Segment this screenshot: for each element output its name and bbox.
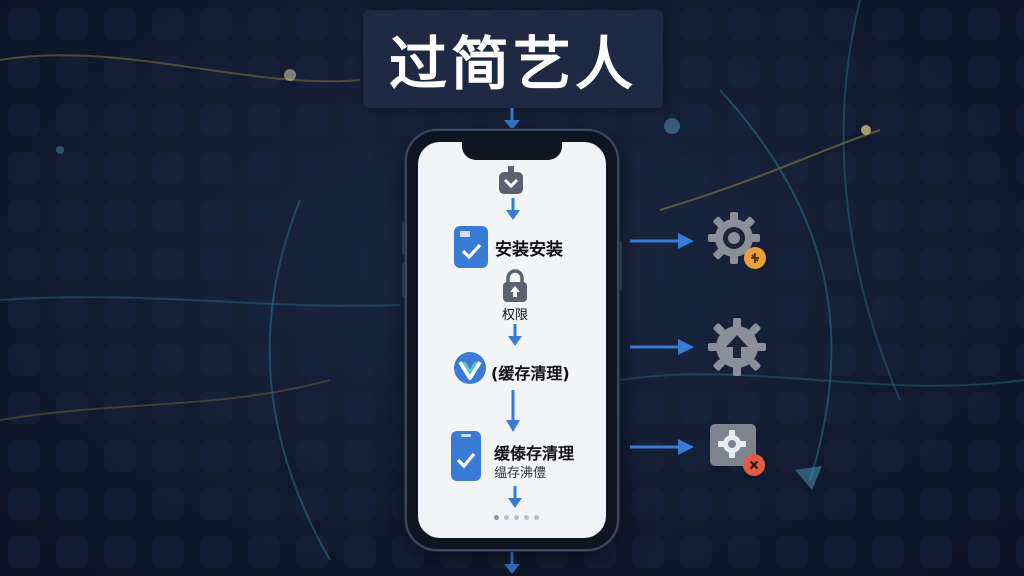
page-dot[interactable]: [494, 515, 499, 520]
step-final-sublabel: 缊存沸僼: [494, 466, 547, 481]
arrow-down-icon: [506, 390, 520, 432]
arrow-right-icon: [630, 233, 694, 249]
phone-frame: 安装安装 权限 (缓存清理) 缓傣存清理 缊存沸僼: [402, 129, 622, 551]
page-dot[interactable]: [514, 515, 519, 520]
arrow-down-icon: [504, 108, 520, 130]
step-final-label: 缓傣存清理: [494, 444, 575, 463]
phone-check-icon: [454, 226, 488, 268]
gear-icon: [708, 212, 766, 269]
v-logo-icon: [454, 352, 486, 384]
page-dot[interactable]: [524, 515, 529, 520]
volume-button: [402, 263, 405, 297]
arrow-right-icon: [630, 439, 694, 455]
arrow-down-icon: [508, 324, 522, 346]
step-install-label: 安装安装: [495, 240, 563, 260]
arrow-down-icon: [504, 552, 520, 574]
arrow-down-icon: [506, 198, 520, 220]
page-dot[interactable]: [504, 515, 509, 520]
volume-button: [402, 221, 405, 255]
page-title: 过简艺人: [388, 30, 637, 98]
page-indicator[interactable]: [494, 515, 539, 520]
arrow-down-icon: [508, 486, 522, 508]
phone-screen: 安装安装 权限 (缓存清理) 缓傣存清理 缊存沸僼: [418, 142, 606, 538]
step-cache-clean-label: (缓存清理): [491, 364, 570, 383]
power-button: [619, 241, 622, 291]
title-box: 过简艺人: [363, 10, 663, 108]
settings-icon: [710, 424, 765, 476]
phone-check-icon: [451, 431, 481, 481]
chevron-down-icon: [499, 166, 523, 194]
gear-upload-icon: [708, 318, 766, 376]
page-dot[interactable]: [534, 515, 539, 520]
lock-icon: [503, 269, 527, 302]
arrow-right-icon: [630, 339, 694, 355]
notch: [462, 142, 562, 160]
step-permission-label: 权限: [502, 308, 529, 323]
